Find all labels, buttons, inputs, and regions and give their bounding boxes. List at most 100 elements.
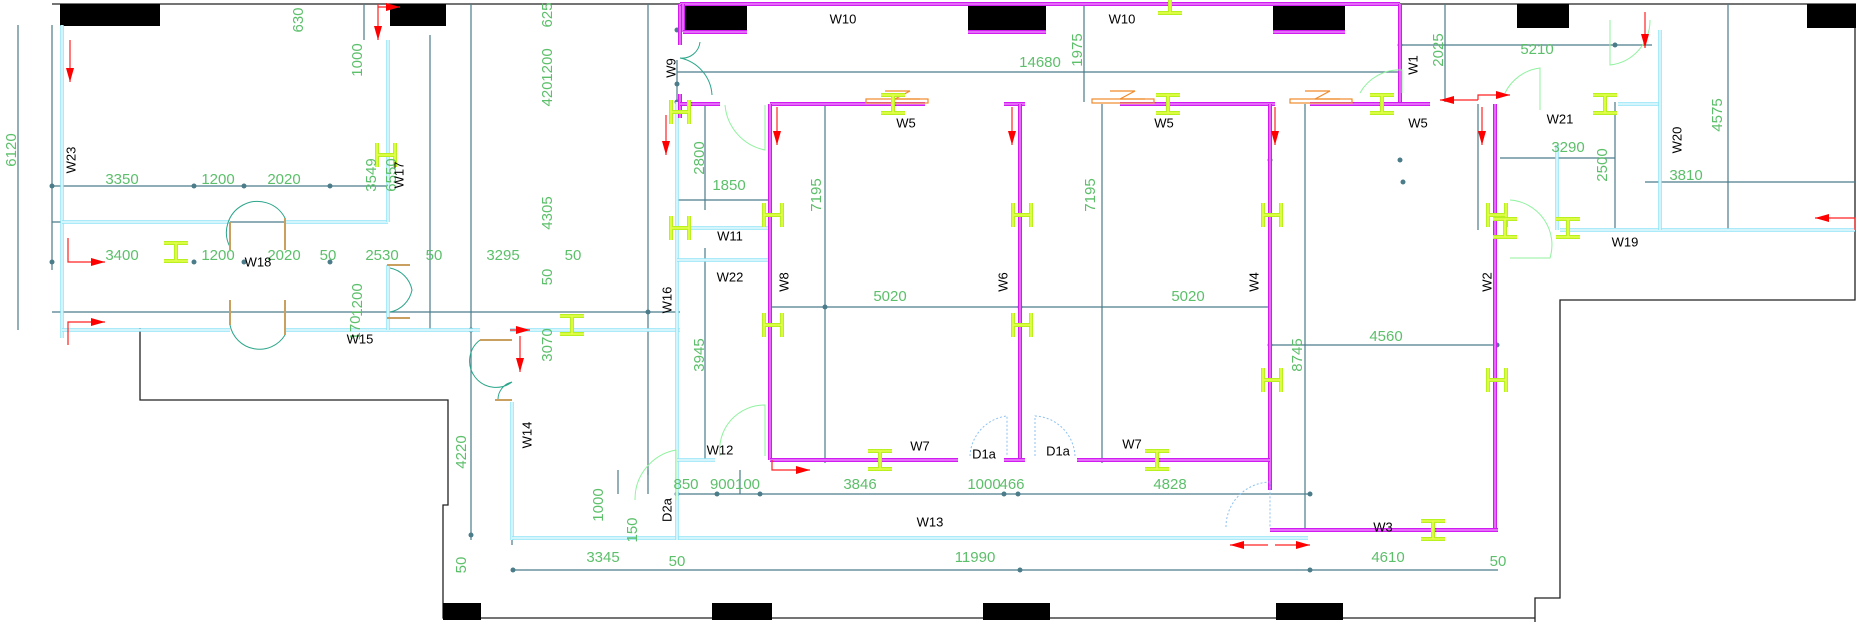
dimension-label: 3070 xyxy=(539,328,556,361)
dimension-label: 2530 xyxy=(365,247,398,264)
wall-label-w5c: W5 xyxy=(1408,115,1428,130)
dimension-label: 3350 xyxy=(105,171,138,188)
wall-label-w6: W6 xyxy=(995,272,1010,292)
dimension-label: 4305 xyxy=(539,196,556,229)
wall-label-w14: W14 xyxy=(519,422,534,449)
wall-label-w4: W4 xyxy=(1246,272,1261,292)
dimension-label: 1000 xyxy=(590,488,607,521)
dimension-label: 2500 xyxy=(1594,148,1611,181)
column-marker-icon xyxy=(1261,368,1283,392)
dimension-label: 50 xyxy=(539,269,556,286)
dimension-node xyxy=(1307,491,1313,497)
dimension-label: 630 xyxy=(290,7,307,32)
dimension-label: 466 xyxy=(999,476,1024,493)
dimension-label: 7195 xyxy=(1082,178,1099,211)
column-marker-icon xyxy=(762,203,784,227)
dimension-node xyxy=(714,491,720,497)
wall-label-w19: W19 xyxy=(1612,234,1639,249)
wall-label-w18: W18 xyxy=(245,254,272,269)
column-marker-icon xyxy=(164,241,188,263)
dimension-label: 1200 xyxy=(539,48,556,81)
dimension-lines xyxy=(17,4,1855,573)
column-marker-icon xyxy=(1158,0,1182,15)
column-marker-icon xyxy=(1486,203,1508,227)
dimension-label: 8745 xyxy=(1289,338,1306,371)
dimension-label: 6120 xyxy=(3,133,20,166)
column-markers xyxy=(164,0,1617,541)
column-marker-icon xyxy=(1011,203,1033,227)
direction-arrow-icon xyxy=(1478,107,1486,145)
column-marker-icon xyxy=(1011,313,1033,337)
stair-symbols xyxy=(865,90,1353,104)
dimension-node xyxy=(1017,567,1023,573)
wall-label-w2: W2 xyxy=(1479,272,1494,292)
wall-label-w5b: W5 xyxy=(1154,115,1174,130)
direction-arrow-icon xyxy=(1230,541,1268,549)
dimension-node xyxy=(822,304,828,310)
dimension-label: 5210 xyxy=(1520,41,1553,58)
dimension-label: 5020 xyxy=(873,288,906,305)
wall-label-w21: W21 xyxy=(1547,111,1574,126)
dimension-label: 3290 xyxy=(1551,139,1584,156)
dimension-label: 2800 xyxy=(691,141,708,174)
windows xyxy=(60,4,1856,620)
dimension-node xyxy=(241,183,247,189)
column-marker-icon xyxy=(1261,203,1283,227)
dimension-label: 50 xyxy=(426,247,443,264)
dimension-label: 3400 xyxy=(105,247,138,264)
dimension-node xyxy=(757,491,763,497)
wall-label-w10b: W10 xyxy=(1109,11,1136,26)
dimension-label: 4560 xyxy=(1369,328,1402,345)
dimension-label: 3345 xyxy=(586,549,619,566)
wall-label-w20: W20 xyxy=(1669,127,1684,154)
dimension-label: 4610 xyxy=(1371,549,1404,566)
dimension-label: 11990 xyxy=(955,549,996,566)
wall-label-w22: W22 xyxy=(717,269,744,284)
wall-label-w3: W3 xyxy=(1373,519,1393,534)
column-marker-icon xyxy=(1593,93,1617,115)
dimension-label: 3846 xyxy=(843,476,876,493)
dimension-label: 50 xyxy=(1490,553,1507,570)
dimension-node xyxy=(327,183,333,189)
dimension-label: 4828 xyxy=(1153,476,1186,493)
direction-arrow-icon xyxy=(771,460,810,474)
dimension-label: 1850 xyxy=(712,177,745,194)
dimension-label: 50 xyxy=(669,553,686,570)
dimension-label: 900100 xyxy=(710,476,760,493)
direction-arrow-icon xyxy=(662,115,670,155)
column-marker-icon xyxy=(1486,368,1508,392)
wall-label-w11: W11 xyxy=(717,228,743,243)
dimension-node xyxy=(241,259,247,265)
dimension-node xyxy=(1015,491,1021,497)
dimension-node xyxy=(1307,567,1313,573)
wall-label-d2a: D2a xyxy=(659,497,674,522)
dimension-label: 2025 xyxy=(1430,33,1447,66)
dimension-label: 5020 xyxy=(1171,288,1204,305)
wall-label-w10a: W10 xyxy=(830,11,857,26)
wall-label-w7a: W7 xyxy=(910,438,930,453)
direction-arrow-icon xyxy=(66,40,74,82)
direction-arrow-icon xyxy=(1271,107,1279,145)
column-marker-icon xyxy=(1156,93,1180,115)
dimension-label: 1000 xyxy=(349,43,366,76)
direction-arrows xyxy=(66,3,1856,549)
dimension-label: 4575 xyxy=(1709,98,1726,131)
column-marker-icon xyxy=(1556,217,1580,239)
column-marker-icon xyxy=(1145,449,1169,471)
direction-arrow-icon xyxy=(516,336,524,372)
column-marker-icon xyxy=(1493,217,1517,239)
direction-arrow-icon xyxy=(378,3,400,11)
wall-label-w23: W23 xyxy=(63,147,78,174)
wall-label-w16: W16 xyxy=(659,287,674,314)
wall-label-d1a_2: D1a xyxy=(1046,443,1071,458)
dimension-node xyxy=(191,259,197,265)
direction-arrow-icon xyxy=(67,238,105,266)
dimension-label: 1975 xyxy=(1069,33,1086,66)
column-marker-icon xyxy=(1370,93,1394,115)
column-marker-icon xyxy=(1421,519,1445,541)
load-bearing-walls xyxy=(678,2,1498,532)
wall-label-w13: W13 xyxy=(917,514,944,529)
dimension-label: 50 xyxy=(565,247,582,264)
